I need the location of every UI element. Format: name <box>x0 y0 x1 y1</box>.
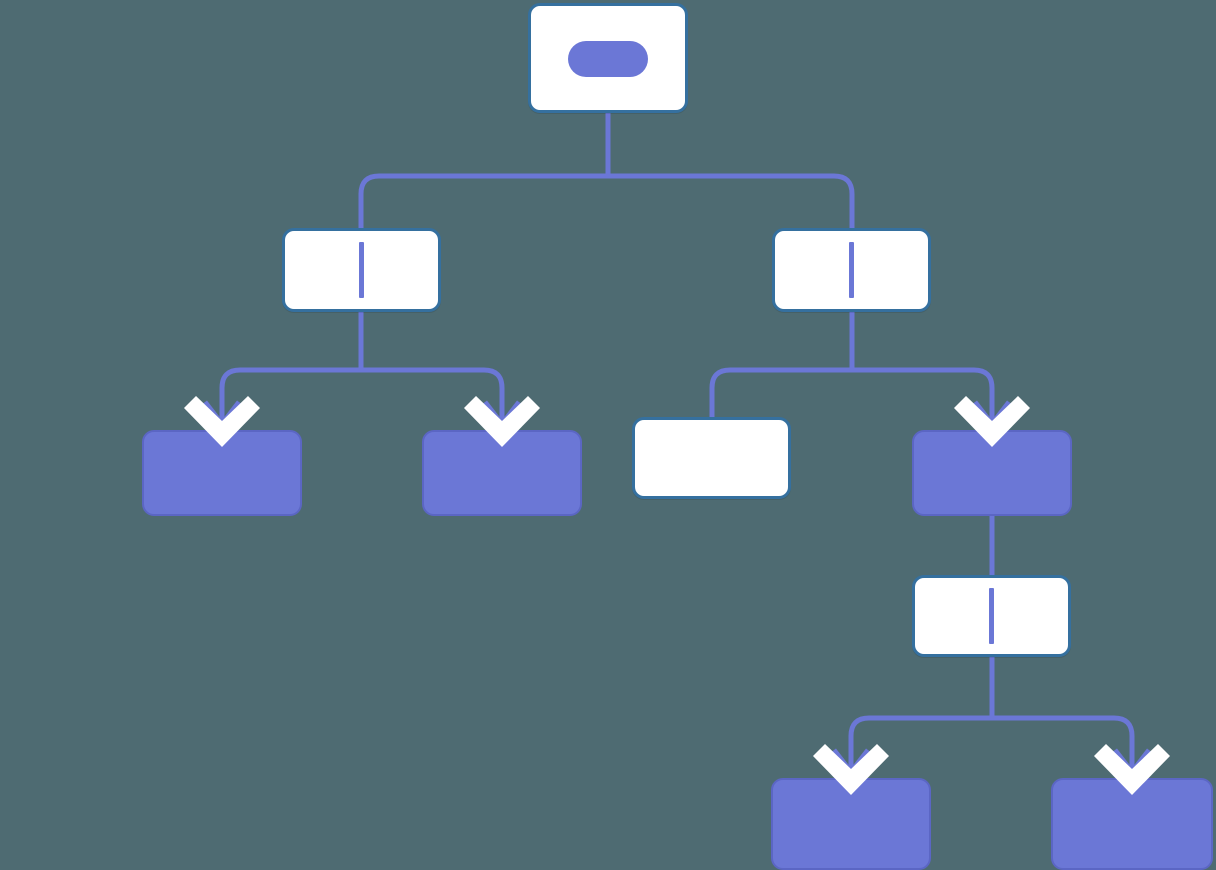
node-n-r2-b[interactable] <box>1051 778 1213 870</box>
node-n-l1-b[interactable] <box>422 430 582 516</box>
node-badge-root <box>568 41 648 77</box>
node-n-l1-a[interactable] <box>142 430 302 516</box>
node-n-r2-a[interactable] <box>771 778 931 870</box>
node-n-r1-a[interactable] <box>632 417 791 499</box>
node-inner-connector-n-r2 <box>989 588 994 644</box>
node-n-r1-b[interactable] <box>912 430 1072 516</box>
node-inner-connector-n-l1 <box>359 242 364 298</box>
node-inner-connector-n-r1 <box>849 242 854 298</box>
